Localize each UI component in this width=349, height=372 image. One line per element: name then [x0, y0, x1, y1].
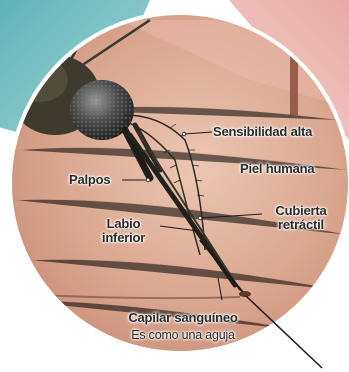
label-cubierta-line1: Cubierta [262, 204, 340, 218]
label-sensibilidad-alta: Sensibilidad alta [213, 125, 312, 139]
label-es-como-una-aguja: Es como una aguja [95, 328, 271, 342]
label-labio-line2: inferior [92, 231, 155, 245]
label-labio-inferior: Labio inferior [92, 217, 155, 245]
label-cubierta-line2: retráctil [262, 218, 340, 232]
label-cubierta-retractil: Cubierta retráctil [262, 204, 340, 232]
label-capilar-sanguineo: Capilar sanguíneo [95, 311, 271, 325]
label-piel-humana: Piel humana [240, 162, 314, 176]
label-palpos: Palpos [69, 173, 110, 187]
skin-post [290, 40, 298, 115]
capillary-spot [239, 291, 251, 297]
label-labio-line1: Labio [92, 217, 155, 231]
